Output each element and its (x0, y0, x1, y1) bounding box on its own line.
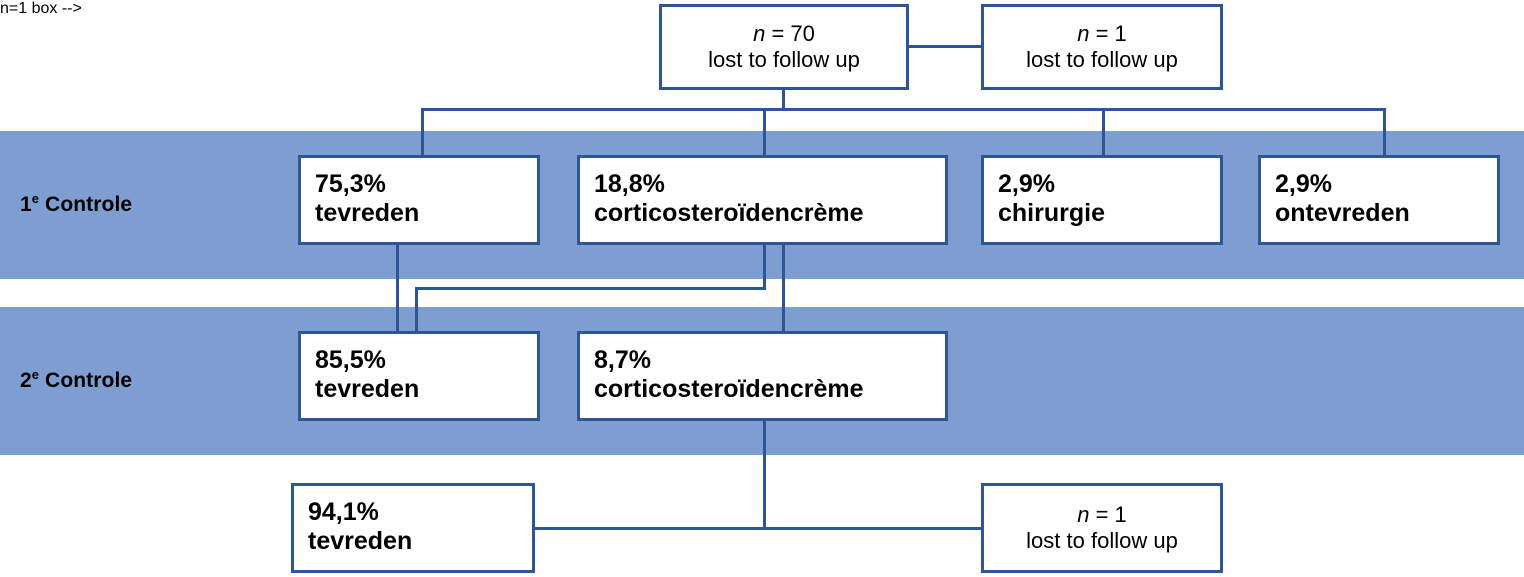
connector-cortico1-elbow-right-riser (763, 243, 766, 290)
band-label-1-controle: 1e Controle (20, 191, 133, 217)
box-lost1b-line2: lost to follow up (1026, 528, 1178, 553)
band-2-prefix: 2 (20, 369, 32, 392)
box-lost1b-n-symbol: n (1077, 501, 1090, 527)
box-lost1b-count: = 1 (1089, 501, 1127, 527)
box-control1-tevreden: 75,3% tevreden (298, 155, 540, 245)
box-control1-tevreden-label: tevreden (315, 199, 420, 227)
box-control2-corticosteroidencreme: 8,7% corticosteroïdencrème (577, 331, 948, 421)
box-lost70-line2: lost to follow up (708, 47, 860, 72)
band-2-superscript: e (31, 367, 40, 382)
connector-bus-drop-chirurgie (1102, 108, 1105, 157)
band-1-prefix: 1 (20, 193, 32, 216)
connector-bottom-bus-left (533, 527, 765, 530)
box-control2-tevreden-label: tevreden (315, 375, 420, 403)
box-lost70-n-symbol: n (753, 20, 766, 46)
box-control2-cortico-label: corticosteroïdencrème (594, 375, 864, 403)
band-1-suffix: Controle (39, 193, 133, 216)
box-control1-chirurgie: 2,9% chirurgie (981, 155, 1223, 245)
box-final-tevreden-label: tevreden (308, 527, 413, 555)
box-lost-to-follow-up-70: n = 70 lost to follow up (659, 4, 909, 90)
box-lost70-count: = 70 (765, 20, 815, 46)
box-lost70-line1: n = 70 (753, 21, 815, 47)
box-lost1a-count: = 1 (1089, 20, 1127, 46)
box-final-tevreden: 94,1% tevreden (291, 483, 535, 573)
connector-cortico1-elbow-horizontal (415, 287, 766, 290)
band-label-2-controle: 2e Controle (20, 367, 133, 393)
box-control1-ontevreden-label: ontevreden (1275, 199, 1410, 227)
box-lost-to-follow-up-1-top: n = 1 lost to follow up (981, 4, 1223, 90)
connector-lost70-to-lost1 (906, 45, 984, 48)
connector-cortico2-stem (763, 419, 766, 530)
box-control1-cortico-value: 18,8% (594, 170, 665, 198)
connector-bus-drop-cortico1 (763, 108, 766, 157)
box-control1-chirurgie-value: 2,9% (998, 170, 1055, 198)
box-control2-cortico-value: 8,7% (594, 346, 651, 374)
box-control1-tevreden-value: 75,3% (315, 170, 386, 198)
box-control2-tevreden-value: 85,5% (315, 346, 386, 374)
box-control1-corticosteroidencreme: 18,8% corticosteroïdencrème (577, 155, 948, 245)
connector-bottom-bus-right (763, 527, 983, 530)
connector-bus-drop-tevreden1 (421, 108, 424, 157)
band-1-superscript: e (31, 191, 40, 206)
box-lost1b-line1: n = 1 (1077, 502, 1127, 528)
box-control1-cortico-label: corticosteroïdencrème (594, 199, 864, 227)
box-lost-to-follow-up-1-bottom: n = 1 lost to follow up (981, 483, 1223, 573)
band-2-suffix: Controle (39, 369, 133, 392)
box-lost1a-n-symbol: n (1077, 20, 1090, 46)
box-final-tevreden-value: 94,1% (308, 498, 379, 526)
connector-cortico1-elbow-left-drop (415, 287, 418, 333)
box-lost1a-line1: n = 1 (1077, 21, 1127, 47)
connector-main-bus (421, 108, 1386, 111)
connector-tevreden1-to-tevreden2 (396, 243, 399, 333)
connector-cortico1-to-cortico2 (782, 243, 785, 333)
box-control1-ontevreden: 2,9% ontevreden (1258, 155, 1500, 245)
box-control1-chirurgie-label: chirurgie (998, 199, 1105, 227)
box-control1-ontevreden-value: 2,9% (1275, 170, 1332, 198)
box-control2-tevreden: 85,5% tevreden (298, 331, 540, 421)
connector-lost70-stem (782, 88, 785, 110)
box-lost1a-line2: lost to follow up (1026, 47, 1178, 72)
connector-bus-drop-ontevreden (1383, 108, 1386, 157)
